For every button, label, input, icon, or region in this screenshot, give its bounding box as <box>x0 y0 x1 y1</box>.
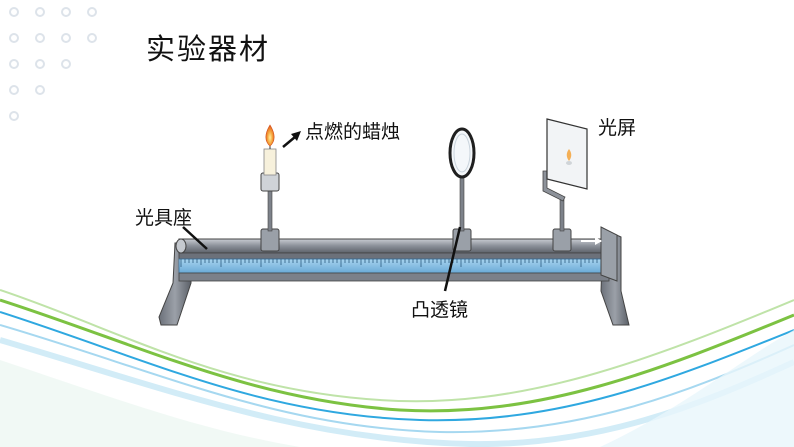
background-dot-pattern <box>9 7 97 121</box>
lens-holder <box>452 174 472 252</box>
label-light-screen: 光屏 <box>598 117 637 139</box>
slide-title: 实验器材 <box>146 32 271 66</box>
candle-flame-icon <box>265 124 275 147</box>
candle <box>263 145 277 176</box>
bench-label-line <box>182 226 208 250</box>
label-optical-bench: 光具座 <box>135 207 193 229</box>
candle-label-arrow <box>282 131 301 148</box>
screen-holder <box>542 170 582 252</box>
optical-bench-drawing <box>158 118 630 326</box>
lens-label-line <box>443 226 462 292</box>
convex-lens <box>448 127 476 179</box>
bench-rail <box>175 238 610 260</box>
light-screen <box>546 118 588 190</box>
label-convex-lens: 凸透镜 <box>411 299 469 321</box>
label-lit-candle: 点燃的蜡烛 <box>305 121 401 143</box>
bench-end-plate <box>581 226 618 282</box>
optical-bench-figure: 点燃的蜡烛 光屏 光具座 凸透镜 <box>135 103 647 335</box>
candle-holder <box>260 172 280 252</box>
bench-scale <box>178 258 610 282</box>
